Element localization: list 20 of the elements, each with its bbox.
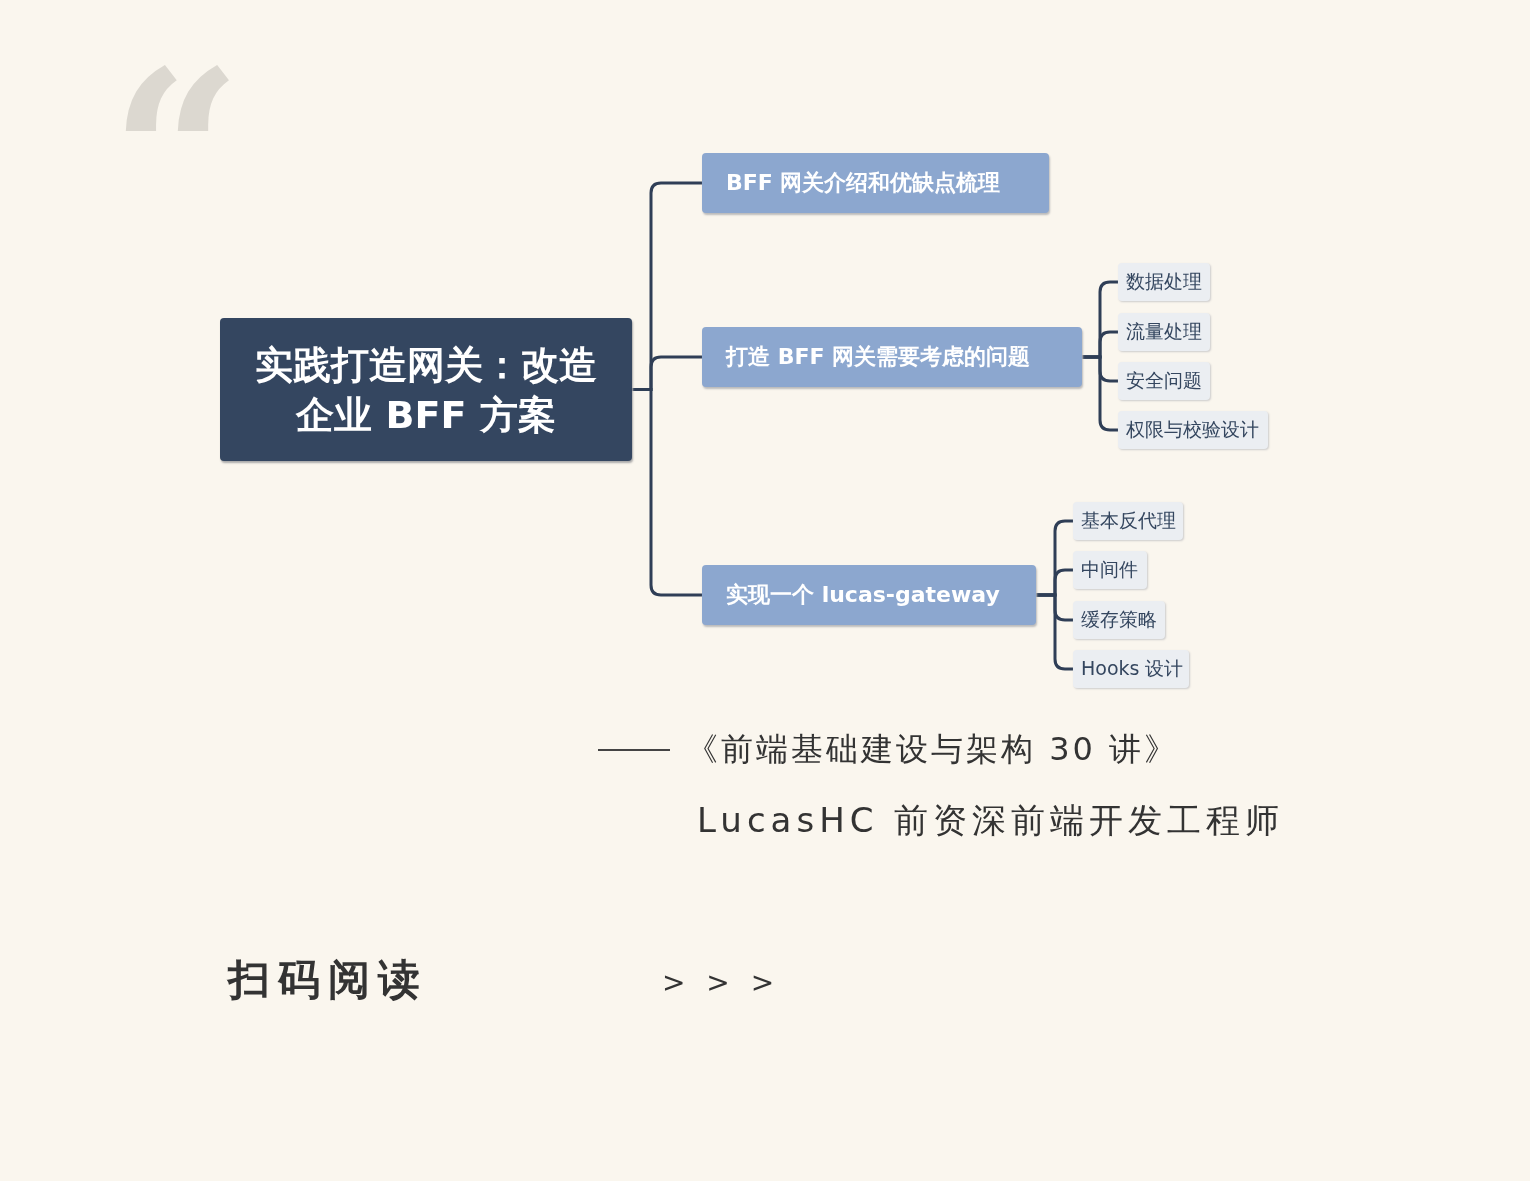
subtopic-box: 数据处理 (1118, 263, 1210, 301)
subtopic-box: 缓存策略 (1073, 601, 1165, 639)
subtopic-box: 基本反代理 (1073, 502, 1183, 540)
subtopic-box: 中间件 (1073, 551, 1147, 589)
call-to-action: 扫码阅读 (228, 954, 428, 1006)
connector-line (632, 388, 702, 597)
branch-box: 打造 BFF 网关需要考虑的问题 (702, 327, 1082, 387)
connector-line (1036, 593, 1073, 671)
topic-box: 实践打造网关：改造企业 BFF 方案 (220, 318, 632, 461)
chevron-text: > > > (662, 966, 781, 999)
branch-box: BFF 网关介绍和优缺点梳理 (702, 153, 1049, 213)
author-line: LucasHC 前资深前端开发工程师 (697, 799, 1285, 842)
connector-line (1082, 355, 1118, 432)
subtopic-box: 流量处理 (1118, 313, 1210, 351)
branch-box: 实现一个 lucas-gateway (702, 565, 1036, 625)
book-title: 《前端基础建设与架构 30 讲》 (686, 729, 1180, 770)
subtopic-box: 权限与校验设计 (1118, 411, 1268, 449)
quote-mark: “ (110, 40, 243, 270)
subtopic-box: Hooks 设计 (1073, 650, 1189, 688)
subtopic-box: 安全问题 (1118, 362, 1210, 400)
